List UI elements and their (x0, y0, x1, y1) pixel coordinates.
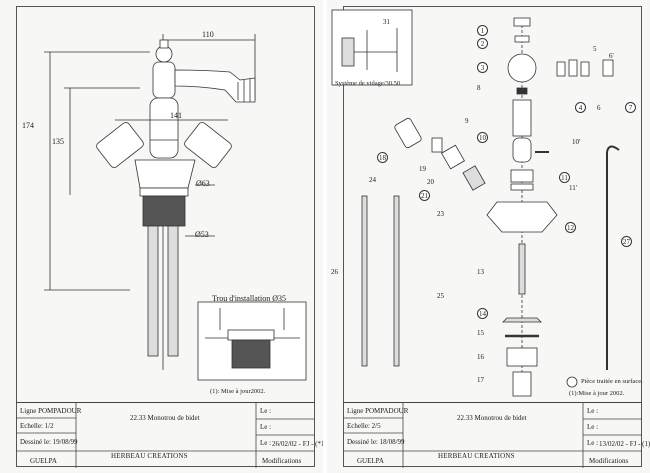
part-label-15: 15 (477, 329, 484, 337)
part-label-5: 5 (593, 45, 597, 53)
part-label-10-prime: 10' (572, 138, 581, 146)
brand-name: HERBEAU CREATIONS (111, 452, 188, 460)
revision-le-3-label: Le : (260, 439, 272, 447)
sheet-separator (323, 0, 327, 473)
line-name: Ligne POMPADOUR (347, 407, 409, 415)
sheet-dimensions: 110 174 135 141 Ø63 Ø53 Trou d'installat… (0, 0, 323, 473)
dimension-141: 141 (170, 111, 182, 120)
revision-le-3-value: 13/02/02 - FJ - (1) (599, 440, 650, 448)
brand-name: HERBEAU CREATIONS (438, 452, 515, 460)
revision-le-2: Le : (587, 423, 599, 431)
title-block: Ligne POMPADOUR Echelle: 1/2 Dessiné le:… (16, 402, 323, 468)
part-label-6: 6 (597, 104, 601, 112)
dimension-135: 135 (52, 137, 64, 146)
dimension-diameter-53: Ø53 (195, 230, 209, 239)
part-label-6-prime: 6' (609, 52, 614, 60)
drawn-date: Dessiné le: 18/08/99 (347, 438, 405, 446)
revision-le-1: Le : (260, 407, 272, 415)
part-label-20: 20 (427, 178, 434, 186)
product-title: 22.33 Monotrou de bidet (130, 414, 200, 422)
part-label-16: 16 (477, 353, 484, 361)
sheet-exploded-view: 31 1 2 3 4 5 6 6' 7 8 9 10 10' 11 11' 12… (327, 0, 650, 473)
title-block-grid (16, 403, 315, 468)
part-label-21: 21 (419, 190, 430, 201)
part-label-12: 12 (565, 222, 576, 233)
update-note: (1): Mise à jour2002. (210, 388, 266, 395)
line-name: Ligne POMPADOUR (20, 407, 82, 415)
drawn-date: Dessiné le: 19/08/99 (20, 438, 78, 446)
scale: Echelle: 2/5 (347, 422, 381, 430)
part-label-10: 10 (477, 132, 488, 143)
part-label-13: 13 (477, 268, 484, 276)
part-label-14: 14 (477, 308, 488, 319)
part-label-18: 18 (377, 152, 388, 163)
install-hole-label: Trou d'installation Ø35 (212, 294, 287, 303)
part-label-1: 1 (477, 25, 488, 36)
drawer-name: GUELPA (357, 457, 384, 465)
dimension-diameter-63: Ø63 (196, 179, 210, 188)
part-label-7: 7 (625, 102, 636, 113)
surface-legend: Pièce traitée en surface. (581, 378, 643, 385)
drawer-name: GUELPA (30, 457, 57, 465)
part-label-11-prime: 11' (569, 184, 578, 192)
part-label-19: 19 (419, 165, 426, 173)
modifications-label: Modifications (262, 457, 302, 465)
revision-le-2: Le : (260, 423, 272, 431)
update-note: (1):Mise à jour 2002. (569, 390, 625, 397)
revision-le-1: Le : (587, 407, 599, 415)
part-label-3: 3 (477, 62, 488, 73)
dimension-174: 174 (22, 121, 34, 130)
part-label-17: 17 (477, 376, 484, 384)
part-label-23: 23 (437, 210, 444, 218)
inset-label: Système de vidage/30.50 (335, 80, 401, 87)
faucet-dimension-drawing (44, 34, 307, 381)
modifications-label: Modifications (589, 457, 629, 465)
exploded-parts-drawing (331, 9, 620, 397)
part-label-4: 4 (575, 102, 586, 113)
part-label-24: 24 (369, 176, 376, 184)
part-label-11: 11 (559, 172, 570, 183)
part-label-31: 31 (383, 18, 390, 26)
product-title: 22.33 Monotrou de bidet (457, 414, 527, 422)
title-block: Ligne POMPADOUR Echelle: 2/5 Dessiné le:… (343, 402, 650, 468)
part-label-9: 9 (465, 117, 469, 125)
dimension-110: 110 (202, 30, 214, 39)
part-label-8: 8 (477, 84, 481, 92)
part-label-27: 27 (621, 236, 632, 247)
scale: Echelle: 1/2 (20, 422, 54, 430)
part-label-26: 26 (331, 268, 338, 276)
title-block-grid (343, 403, 642, 468)
part-label-25: 25 (437, 292, 444, 300)
sheet-border (343, 6, 642, 467)
revision-le-3-value: 26/02/02 - FJ - (*1) (272, 440, 323, 448)
revision-le-3-label: Le : (587, 439, 599, 447)
part-label-2: 2 (477, 38, 488, 49)
sheet-border (16, 6, 315, 467)
